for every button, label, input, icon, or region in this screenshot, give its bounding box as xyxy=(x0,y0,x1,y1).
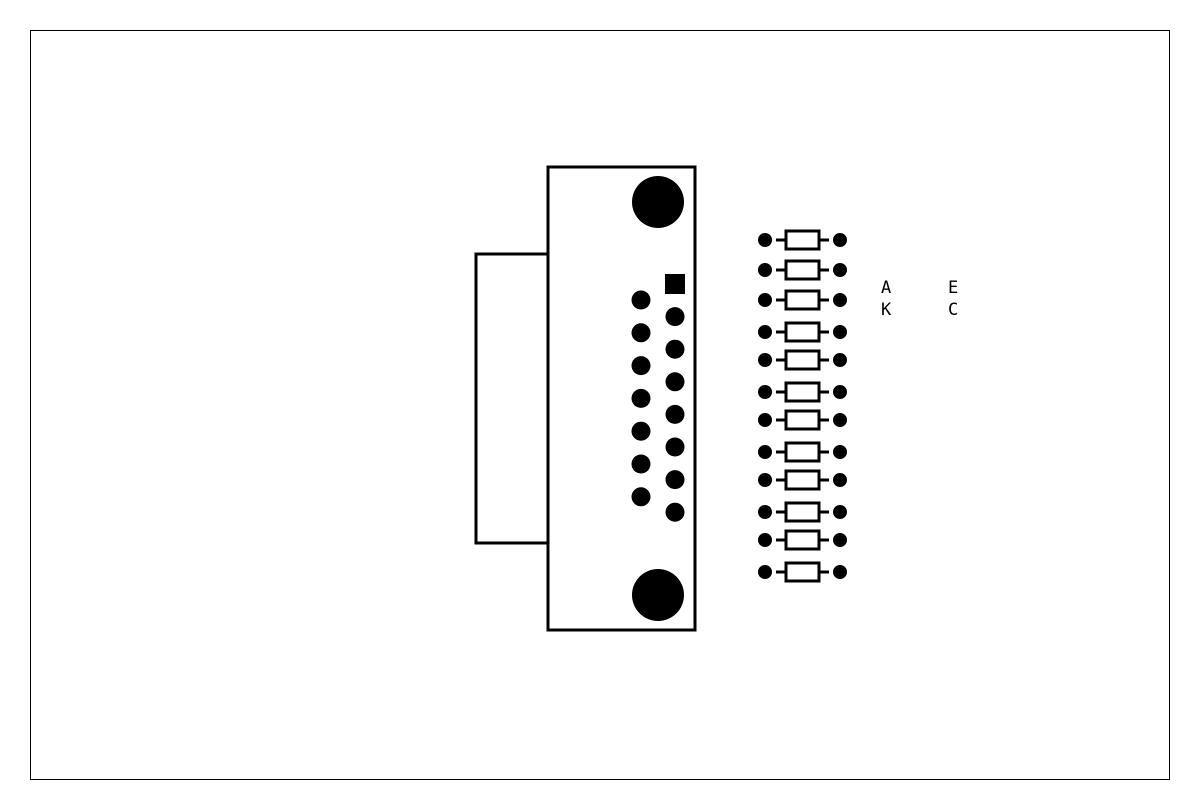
resistor-3 xyxy=(758,289,847,311)
resistor-12 xyxy=(758,561,847,583)
connector-pin-15 xyxy=(631,487,651,507)
resistor-pad-right xyxy=(833,233,847,247)
resistor-2 xyxy=(758,259,847,281)
resistor-body xyxy=(784,381,821,403)
resistor-pad-right xyxy=(833,565,847,579)
resistor-6 xyxy=(758,381,847,403)
connector-pin-8 xyxy=(665,502,685,522)
mounting-hole-bottom xyxy=(632,569,684,621)
resistor-pad-right xyxy=(833,263,847,277)
resistor-body xyxy=(784,529,821,551)
resistor-pad-left xyxy=(758,293,772,307)
resistor-pad-right xyxy=(833,325,847,339)
resistor-pad-left xyxy=(758,445,772,459)
connector-pin-3 xyxy=(665,339,685,359)
connector-pin-11 xyxy=(631,356,651,376)
resistor-5 xyxy=(758,349,847,371)
resistor-pad-right xyxy=(833,353,847,367)
resistor-7 xyxy=(758,409,847,431)
connector-pin-6 xyxy=(665,437,685,457)
resistor-pad-right xyxy=(833,293,847,307)
connector-pin-4 xyxy=(665,372,685,392)
connector-pin-14 xyxy=(631,454,651,474)
resistor-body xyxy=(784,469,821,491)
resistor-pad-left xyxy=(758,263,772,277)
resistor-1 xyxy=(758,229,847,251)
connector-pin-13 xyxy=(631,421,651,441)
resistor-body xyxy=(784,259,821,281)
resistor-pad-left xyxy=(758,565,772,579)
label-e: E xyxy=(948,278,958,298)
pin-labels: A K E C xyxy=(881,278,958,320)
resistor-pad-left xyxy=(758,233,772,247)
resistor-pad-left xyxy=(758,533,772,547)
resistor-pad-left xyxy=(758,413,772,427)
resistor-pad-right xyxy=(833,533,847,547)
connector-pin-2 xyxy=(665,307,685,327)
connector-pin-9 xyxy=(631,290,651,310)
connector-pin-7 xyxy=(665,470,685,490)
resistor-pad-left xyxy=(758,325,772,339)
resistor-4 xyxy=(758,321,847,343)
label-a: A xyxy=(881,278,891,298)
label-c: C xyxy=(948,300,958,320)
resistor-body xyxy=(784,229,821,251)
resistor-body xyxy=(784,289,821,311)
connector-pin-5 xyxy=(665,404,685,424)
connector-pins xyxy=(631,274,685,522)
connector-pin-10 xyxy=(631,323,651,343)
board-outline xyxy=(30,30,1170,780)
resistor-array xyxy=(758,229,847,583)
resistor-pad-right xyxy=(833,413,847,427)
resistor-body xyxy=(784,349,821,371)
resistor-pad-left xyxy=(758,505,772,519)
resistor-body xyxy=(784,561,821,583)
resistor-pad-right xyxy=(833,445,847,459)
resistor-pad-right xyxy=(833,473,847,487)
resistor-pad-right xyxy=(833,505,847,519)
connector-pin-1-square-pad xyxy=(665,274,685,294)
resistor-8 xyxy=(758,441,847,463)
connector-flange xyxy=(546,165,697,632)
resistor-body xyxy=(784,321,821,343)
resistor-pad-left xyxy=(758,473,772,487)
resistor-body xyxy=(784,409,821,431)
resistor-body xyxy=(784,441,821,463)
resistor-10 xyxy=(758,501,847,523)
resistor-pad-left xyxy=(758,385,772,399)
resistor-9 xyxy=(758,469,847,491)
connector-shell xyxy=(474,252,548,545)
resistor-11 xyxy=(758,529,847,551)
label-k: K xyxy=(881,300,892,320)
dsub-connector xyxy=(474,165,697,632)
mounting-hole-top xyxy=(632,176,684,228)
resistor-pad-right xyxy=(833,385,847,399)
resistor-pad-left xyxy=(758,353,772,367)
connector-pin-12 xyxy=(631,388,651,408)
resistor-body xyxy=(784,501,821,523)
